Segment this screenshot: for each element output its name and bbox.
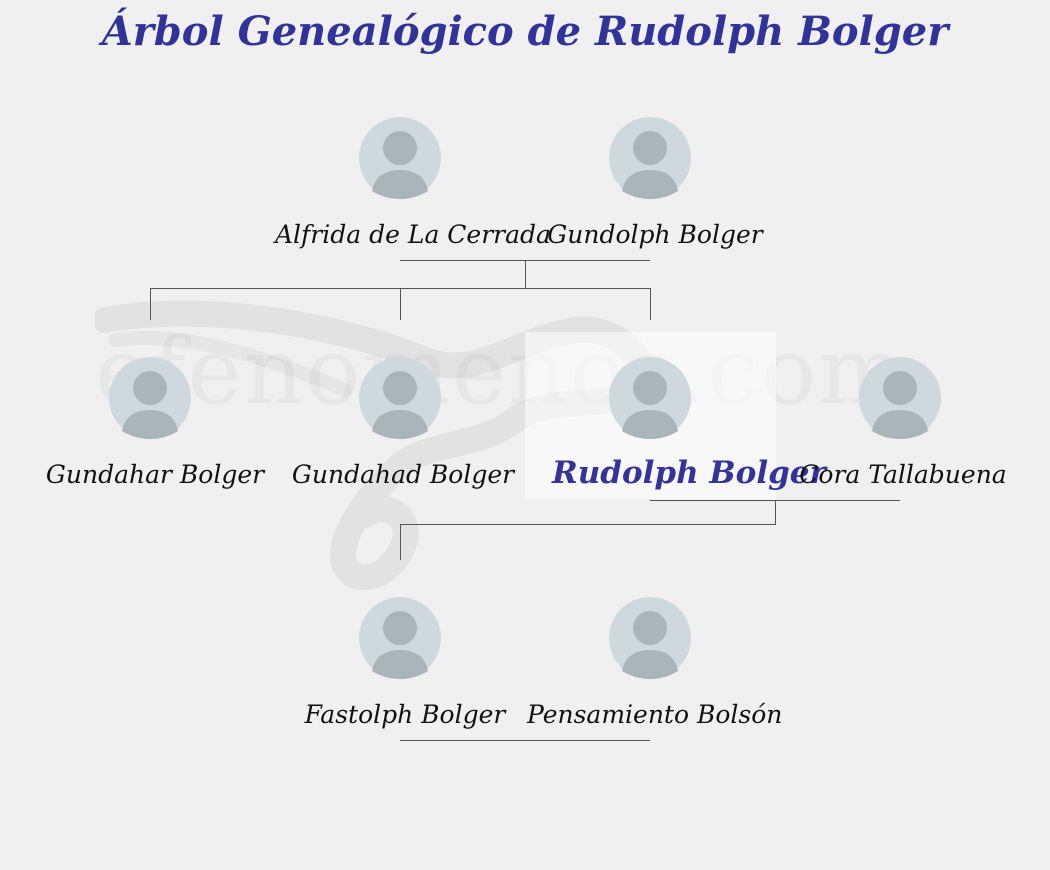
person-name-gundolph[interactable]: Gundolph Bolger <box>547 220 763 249</box>
person-silhouette-icon[interactable] <box>609 117 691 199</box>
person-silhouette-icon[interactable] <box>609 357 691 439</box>
person-silhouette-icon[interactable] <box>359 357 441 439</box>
person-silhouette-icon[interactable] <box>359 117 441 199</box>
person-name-gundahar[interactable]: Gundahar Bolger <box>45 460 265 489</box>
person-name-cora[interactable]: Cora Tallabuena <box>799 460 1007 489</box>
person-name-rudolph[interactable]: Rudolph Bolger <box>552 455 826 491</box>
person-name-alfrida[interactable]: Alfrida de La Cerrada <box>275 220 551 249</box>
person-name-fastolph[interactable]: Fastolph Bolger <box>304 700 506 729</box>
person-silhouette-icon[interactable] <box>109 357 191 439</box>
person-name-gundahad[interactable]: Gundahad Bolger <box>291 460 515 489</box>
person-name-pensamiento[interactable]: Pensamiento Bolsón <box>527 700 783 729</box>
person-silhouette-icon[interactable] <box>859 357 941 439</box>
person-silhouette-icon[interactable] <box>609 597 691 679</box>
page-title: Árbol Genealógico de Rudolph Bolger <box>101 8 949 55</box>
person-silhouette-icon[interactable] <box>359 597 441 679</box>
